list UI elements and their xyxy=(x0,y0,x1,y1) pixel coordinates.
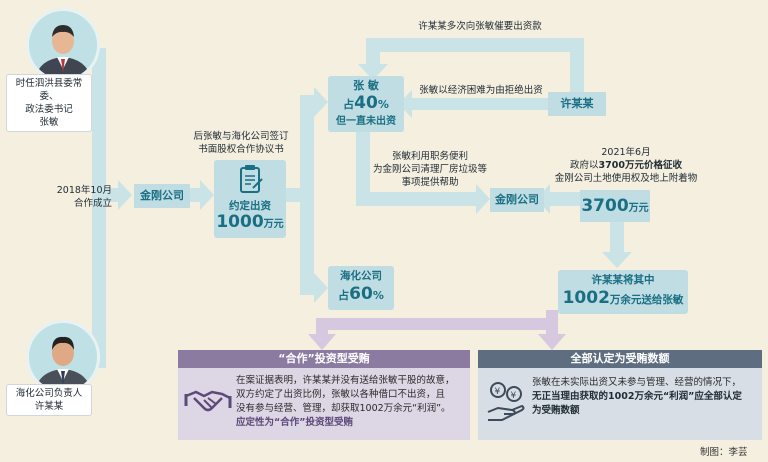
panel-left-text: 在案证据表明，许某某并没有送给张敏干股的故意， 双方约定了出资比例，张敏以各种借… xyxy=(236,375,455,428)
person-icon xyxy=(35,25,91,79)
arrow-to-jingang-left xyxy=(118,180,132,210)
arrow-to-right-panel xyxy=(538,334,566,350)
panel-right-text: 张敏在未实际出资又未参与管理、经营的情况下， 无正当理由获取的1002万余元“利… xyxy=(532,377,742,416)
founding-note: 2018年10月 合作成立 xyxy=(56,185,112,209)
haihua-share-box: 海化公司 占60% xyxy=(328,266,394,310)
money-hand-icon: ¥ ¥ xyxy=(487,382,525,421)
arrow-loop-down xyxy=(358,64,388,80)
panel-right-title: 全部认定为受贿数额 xyxy=(478,350,762,368)
avatar-zhangmin xyxy=(26,8,100,82)
svg-text:¥: ¥ xyxy=(495,387,501,397)
panel-left-title: “合作”投资型受贿 xyxy=(178,350,470,368)
amount-3700-box: 3700万元 xyxy=(580,190,650,222)
trunk-line xyxy=(92,48,106,368)
agreement-note: 后张敏与海化公司签订 书面股权合作协议书 xyxy=(193,131,289,155)
government-note: 2021年6月 政府以3700万元价格征收 金刚公司土地使用权及地上附着物 xyxy=(554,147,698,184)
contract-icon xyxy=(240,165,263,193)
label-xumoumou: 海化公司负责人 许某某 xyxy=(6,384,92,416)
arrow-to-haihua-share xyxy=(314,273,328,303)
xumoumou-box: 许某某 xyxy=(548,92,606,116)
panel-bribery-amount: 全部认定为受贿数额 ¥ ¥ 张敏在未实际出资又未参与管理、经营的情况下， 无正当… xyxy=(478,350,762,440)
refuse-note: 张敏以经济困难为由拒绝出资 xyxy=(419,85,543,96)
agreed-invest-amount: 1000万元 xyxy=(216,212,284,232)
agreed-investment-box: 约定出资 1000万元 xyxy=(214,160,286,238)
zhangmin-share-box: 张 敏 占40% 但一直未出资 xyxy=(328,76,404,132)
arrow-refuse xyxy=(398,90,412,118)
agreed-invest-label: 约定出资 xyxy=(229,200,271,212)
help-note: 张敏利用职务便利 为金刚公司清理厂房垃圾等 事项提供帮助 xyxy=(372,151,487,188)
jingang-company-right: 金刚公司 xyxy=(490,188,544,212)
top-loop-note: 许某某多次向张敏催要出资款 xyxy=(418,21,542,32)
panel-cooperative-investment: “合作”投资型受贿 在案证据表明，许某某并没有送给张敏干股的故意， 双方约定了出… xyxy=(178,350,470,440)
label-zhangmin: 时任泗洪县委常委、 政法委书记 张敏 xyxy=(6,74,92,132)
arrow-help xyxy=(476,184,490,214)
arrow-to-zhangmin-share xyxy=(314,87,328,117)
arrow-to-bribe xyxy=(602,252,632,268)
svg-text:¥: ¥ xyxy=(511,391,517,401)
person-icon xyxy=(35,336,91,391)
avatar-xumoumou xyxy=(26,320,100,394)
arrow-to-left-panel xyxy=(308,334,336,350)
credit: 制图：李芸 xyxy=(700,447,748,458)
handshake-icon xyxy=(184,390,232,412)
bribe-box: 许某某将其中 1002万余元送给张敏 xyxy=(558,270,688,314)
jingang-company-left: 金刚公司 xyxy=(134,184,190,208)
